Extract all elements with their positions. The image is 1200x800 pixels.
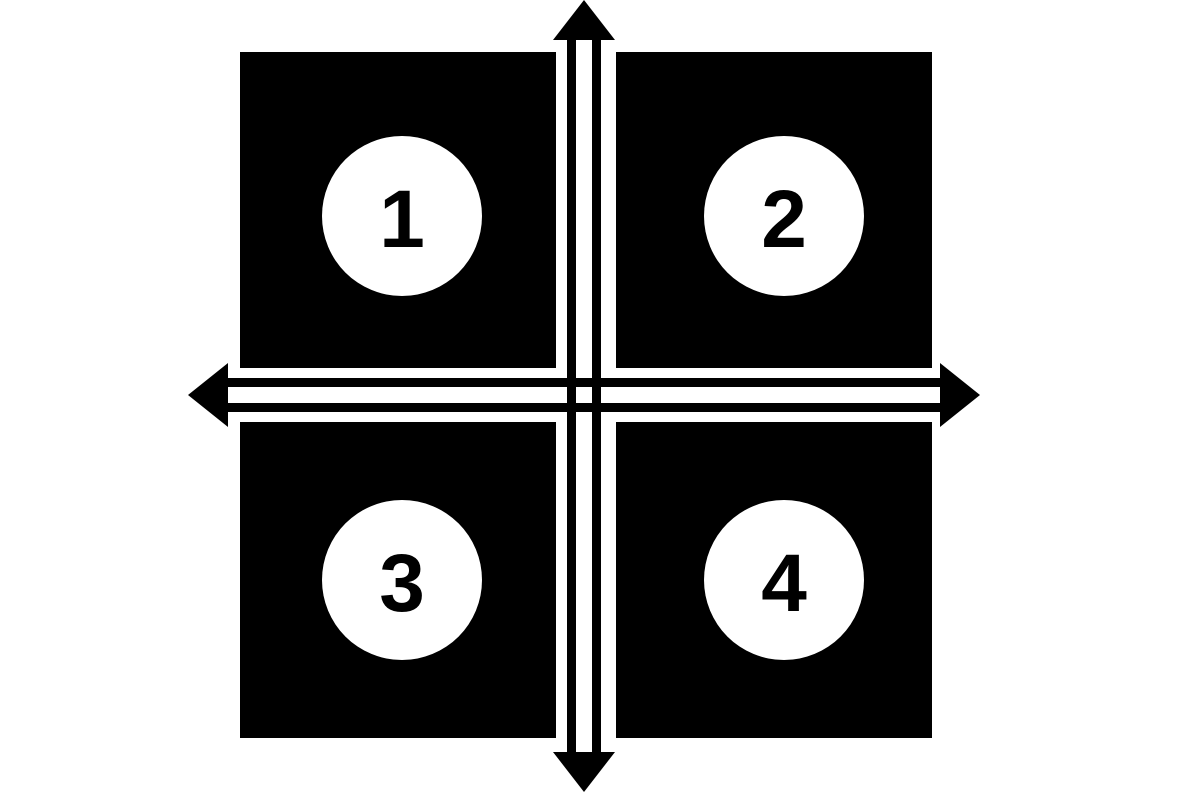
- arrow-up-icon: [553, 0, 615, 40]
- quadrant-3-circle: [322, 500, 482, 660]
- quadrant-4-label: 4: [761, 538, 807, 629]
- arrow-left-icon: [188, 363, 228, 427]
- axis-junction-inner: [576, 387, 592, 403]
- quadrant-3-label: 3: [379, 538, 425, 629]
- quadrant-2-label: 2: [761, 174, 807, 265]
- quadrant-1-circle: [322, 136, 482, 296]
- arrow-right-icon: [940, 363, 980, 427]
- quadrant-2-circle: [704, 136, 864, 296]
- arrow-down-icon: [553, 752, 615, 792]
- quadrant-1-label: 1: [379, 174, 425, 265]
- axis-junction: [567, 378, 601, 412]
- quadrant-4-circle: [704, 500, 864, 660]
